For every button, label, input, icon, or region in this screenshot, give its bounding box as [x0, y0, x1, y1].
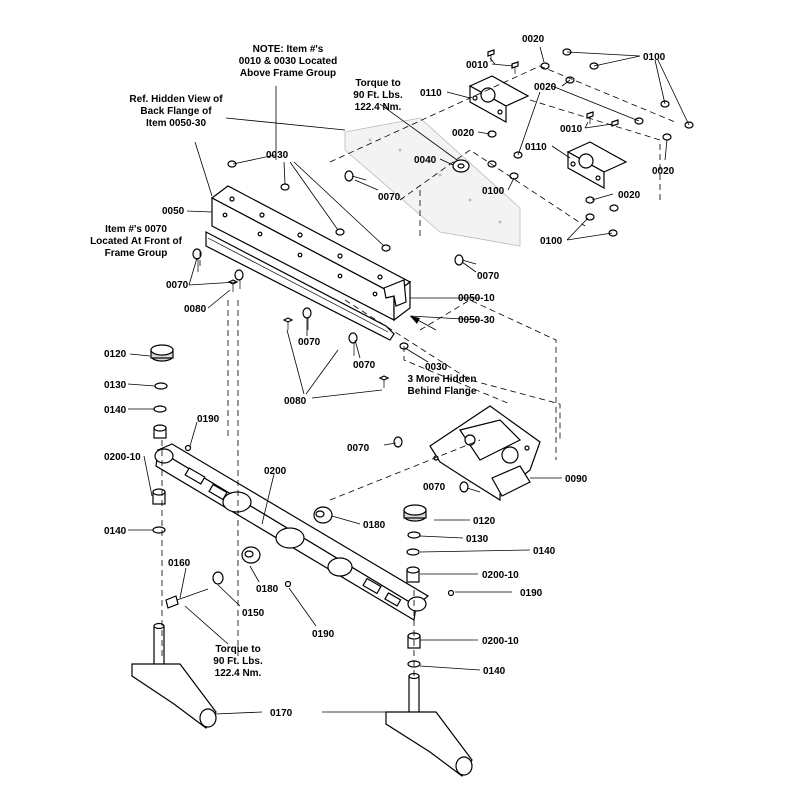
label-0110: 0110 [525, 142, 547, 153]
upper-bracket-0110-right [566, 141, 628, 190]
torque-top-line3: 122.4 Nm. [355, 102, 402, 113]
label-0190: 0190 [197, 414, 220, 425]
spindle-fork-left [131, 622, 217, 729]
note-top-line3: Above Frame Group [240, 68, 336, 79]
assembly-lines [161, 65, 676, 680]
label-0200-10: 0200-10 [104, 452, 141, 463]
hidden-note-line2: Behind Flange [408, 386, 477, 397]
label-0070: 0070 [477, 271, 500, 282]
screws-0080 [227, 279, 390, 388]
label-0020: 0020 [618, 190, 641, 201]
label-0190: 0190 [520, 588, 543, 599]
label-0070: 0070 [166, 280, 189, 291]
front-note-line3: Frame Group [105, 248, 168, 259]
bolts-0070 [192, 170, 481, 493]
label-0070: 0070 [298, 337, 321, 348]
note-top-line1: NOTE: Item #'s [253, 44, 324, 55]
torque-bottom-line1: Torque to [215, 644, 260, 655]
label-0020: 0020 [522, 34, 545, 45]
label-0100: 0100 [482, 186, 505, 197]
label-0110: 0110 [420, 88, 442, 99]
label-0120: 0120 [104, 349, 127, 360]
note-top-line2: 0010 & 0030 Located [239, 56, 337, 67]
reference-arrow [410, 316, 437, 331]
torque-bottom-line3: 122.4 Nm. [215, 668, 262, 679]
notes: NOTE: Item #'s 0010 & 0030 Located Above… [90, 44, 477, 679]
label-0200-10: 0200-10 [482, 570, 519, 581]
label-0180: 0180 [363, 520, 386, 531]
label-0120: 0120 [473, 516, 496, 527]
label-0020: 0020 [534, 82, 557, 93]
label-0170: 0170 [270, 708, 293, 719]
leader-lines [127, 46, 690, 715]
hidden-note-line1: 3 More Hidden [408, 374, 477, 385]
label-0130: 0130 [466, 534, 489, 545]
front-note-line1: Item #'s 0070 [105, 224, 167, 235]
label-0140: 0140 [533, 546, 556, 557]
label-0080: 0080 [184, 304, 207, 315]
frame-channel-0050 [205, 185, 412, 341]
label-0140: 0140 [483, 666, 506, 677]
label-0070: 0070 [353, 360, 376, 371]
label-0190: 0190 [312, 629, 335, 640]
label-0180: 0180 [256, 584, 279, 595]
hardware-top [227, 48, 694, 350]
torque-top-line2: 90 Ft. Lbs. [353, 90, 403, 101]
label-0070: 0070 [378, 192, 401, 203]
label-0040: 0040 [414, 155, 437, 166]
label-0010: 0010 [560, 124, 583, 135]
label-0050: 0050 [162, 206, 185, 217]
front-note-line2: Located At Front of [90, 236, 183, 247]
hidden-back-flange-view [344, 117, 521, 247]
label-0070: 0070 [347, 443, 370, 454]
label-0150: 0150 [242, 608, 265, 619]
pivot-beam-0200 [154, 443, 430, 621]
torque-top-line1: Torque to [355, 78, 400, 89]
label-0030: 0030 [425, 362, 448, 373]
label-0010: 0010 [466, 60, 489, 71]
label-0100: 0100 [540, 236, 563, 247]
mount-plate-0090 [429, 405, 541, 502]
label-0080: 0080 [284, 396, 307, 407]
label-0020: 0020 [452, 128, 475, 139]
upper-bracket-0110-left [468, 75, 530, 124]
label-0020: 0020 [652, 166, 675, 177]
label-0160: 0160 [168, 558, 191, 569]
spindle-fork-right [385, 672, 473, 777]
label-0130: 0130 [104, 380, 127, 391]
part-labels: 0010 0010 0020 0020 0020 0020 0020 0030 … [104, 34, 675, 719]
label-0090: 0090 [565, 474, 588, 485]
label-0100: 0100 [643, 52, 666, 63]
torque-bottom-line2: 90 Ft. Lbs. [213, 656, 263, 667]
label-0050-30: 0050-30 [458, 315, 495, 326]
label-0200-10: 0200-10 [482, 636, 519, 647]
ref-note-line1: Ref. Hidden View of [129, 94, 223, 105]
label-0030: 0030 [266, 150, 289, 161]
label-0140: 0140 [104, 405, 127, 416]
label-0050-10: 0050-10 [458, 293, 495, 304]
label-0140: 0140 [104, 526, 127, 537]
label-0200: 0200 [264, 466, 287, 477]
ref-note-line2: Back Flange of [140, 106, 212, 117]
ref-note-line3: Item 0050-30 [146, 118, 206, 129]
label-0070: 0070 [423, 482, 446, 493]
